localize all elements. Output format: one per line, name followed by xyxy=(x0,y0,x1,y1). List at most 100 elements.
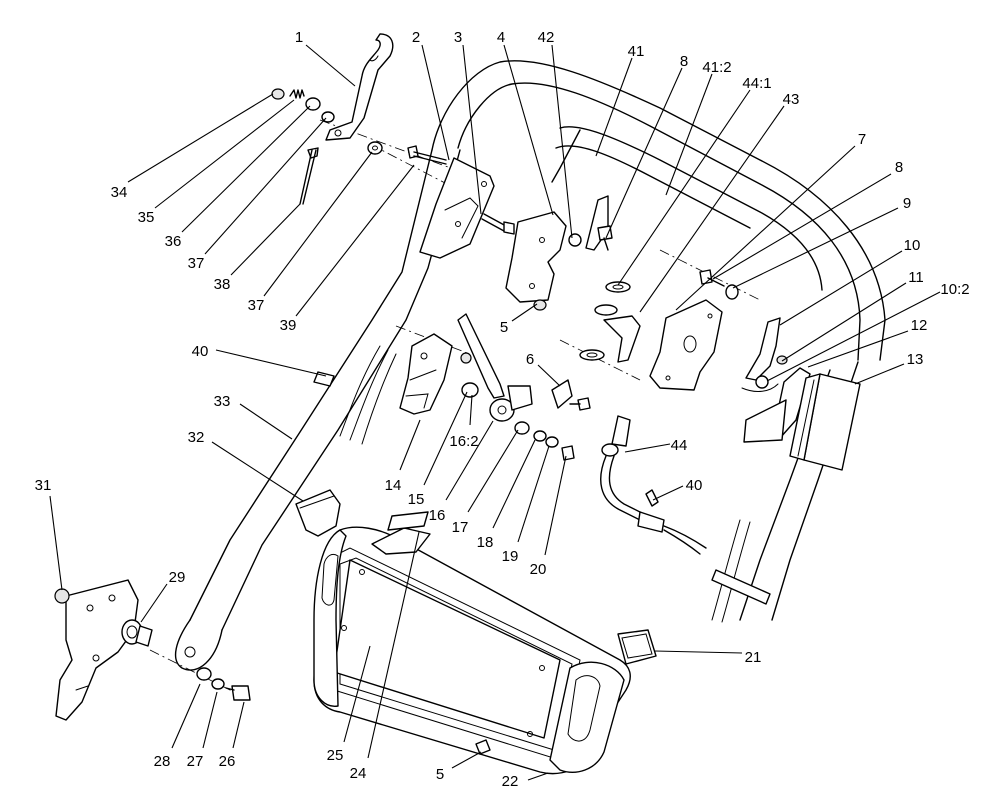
callout-number: 33 xyxy=(214,393,231,410)
leader-line xyxy=(451,751,482,769)
callout-number: 5 xyxy=(500,319,508,336)
callout-number: 35 xyxy=(138,209,155,226)
callout-number: 10:2 xyxy=(940,281,969,298)
leader-line xyxy=(527,772,549,781)
link-assembly xyxy=(568,195,613,251)
callout-number: 17 xyxy=(452,519,469,536)
end-cap-21 xyxy=(617,629,657,665)
leader-line xyxy=(295,164,415,317)
leader-line xyxy=(462,44,482,215)
leader-line xyxy=(595,57,633,157)
interlock-cable xyxy=(600,415,707,555)
leader-line xyxy=(807,330,909,368)
callout-number: 28 xyxy=(154,753,171,770)
leader-line xyxy=(232,701,245,749)
callout-number: 40 xyxy=(686,477,703,494)
right-hardware xyxy=(699,269,739,300)
callout-number: 39 xyxy=(280,317,297,334)
leader-line xyxy=(469,394,473,426)
callout-number: 25 xyxy=(327,747,344,764)
leader-line xyxy=(140,583,168,623)
callout-number: 2 xyxy=(412,29,420,46)
callout-number: 8 xyxy=(680,53,688,70)
callout-number: 42 xyxy=(538,29,555,46)
callout-number: 22 xyxy=(502,773,519,790)
leader-line xyxy=(639,105,785,313)
leader-line xyxy=(367,531,420,759)
leader-line xyxy=(181,105,311,233)
callout-number: 21 xyxy=(745,649,762,666)
callout-number: 27 xyxy=(187,753,204,770)
leader-line xyxy=(49,495,63,591)
leader-line xyxy=(211,441,304,502)
leader-line xyxy=(445,420,494,501)
callout-number: 24 xyxy=(350,765,367,782)
leader-line xyxy=(263,151,373,297)
callout-number: 12 xyxy=(911,317,928,334)
grip-knob xyxy=(295,489,341,537)
leader-line xyxy=(423,391,468,486)
callout-number: 18 xyxy=(477,534,494,551)
leader-line xyxy=(305,44,356,87)
callout-number: 44:1 xyxy=(742,75,771,92)
leader-line xyxy=(239,403,293,440)
leader-line xyxy=(624,443,671,453)
callout-number: 9 xyxy=(903,195,911,212)
callout-number: 29 xyxy=(169,569,186,586)
callout-number: 14 xyxy=(385,477,402,494)
leader-line xyxy=(537,364,561,387)
callout-number: 5 xyxy=(436,766,444,783)
leader-line xyxy=(712,173,892,280)
leader-line xyxy=(503,44,554,216)
leader-line xyxy=(421,44,450,161)
leader-line xyxy=(154,99,295,209)
leader-line xyxy=(652,485,684,501)
lower-control-assembly xyxy=(399,313,591,461)
callout-number: 43 xyxy=(783,91,800,108)
callout-number: 11 xyxy=(908,269,924,286)
callout-number: 20 xyxy=(530,561,547,578)
callout-number: 37 xyxy=(188,255,205,272)
callout-number: 7 xyxy=(858,131,866,148)
callout-number: 3 xyxy=(454,29,462,46)
leader-line xyxy=(511,303,538,322)
leader-line xyxy=(854,363,905,385)
callout-number: 15 xyxy=(408,491,425,508)
upper-left-hardware xyxy=(271,88,383,205)
actuator-lever xyxy=(741,317,788,392)
callout-number: 26 xyxy=(219,753,236,770)
screw-5-bottom xyxy=(475,739,491,755)
leader-line xyxy=(544,455,567,556)
lower-housing xyxy=(313,511,631,775)
callout-number: 10 xyxy=(904,237,921,254)
callout-number: 44 xyxy=(671,437,688,454)
leader-line xyxy=(517,445,550,543)
leader-line xyxy=(781,282,907,362)
leader-line xyxy=(202,691,218,749)
leader-line xyxy=(399,419,421,471)
switch-12 xyxy=(743,367,811,443)
callout-number: 16 xyxy=(429,507,446,524)
leader-line xyxy=(215,349,327,377)
leader-line xyxy=(551,44,573,239)
leader-lines xyxy=(49,44,941,781)
callout-number: 36 xyxy=(165,233,182,250)
callout-number: 8 xyxy=(895,159,903,176)
upper-bracket xyxy=(419,157,495,259)
clip-and-washers xyxy=(579,281,641,363)
leader-line xyxy=(492,439,536,529)
bolt-3 xyxy=(481,213,515,235)
callout-number: 34 xyxy=(111,184,128,201)
wheel-bracket xyxy=(54,579,251,721)
leader-line xyxy=(665,73,713,196)
callout-number: 41:2 xyxy=(702,59,731,76)
callout-number: 6 xyxy=(526,351,534,368)
mounting-plate xyxy=(505,211,567,311)
leader-line xyxy=(779,250,903,326)
callout-number: 40 xyxy=(192,343,209,360)
cover-13 xyxy=(789,373,861,471)
leader-line xyxy=(654,650,743,654)
